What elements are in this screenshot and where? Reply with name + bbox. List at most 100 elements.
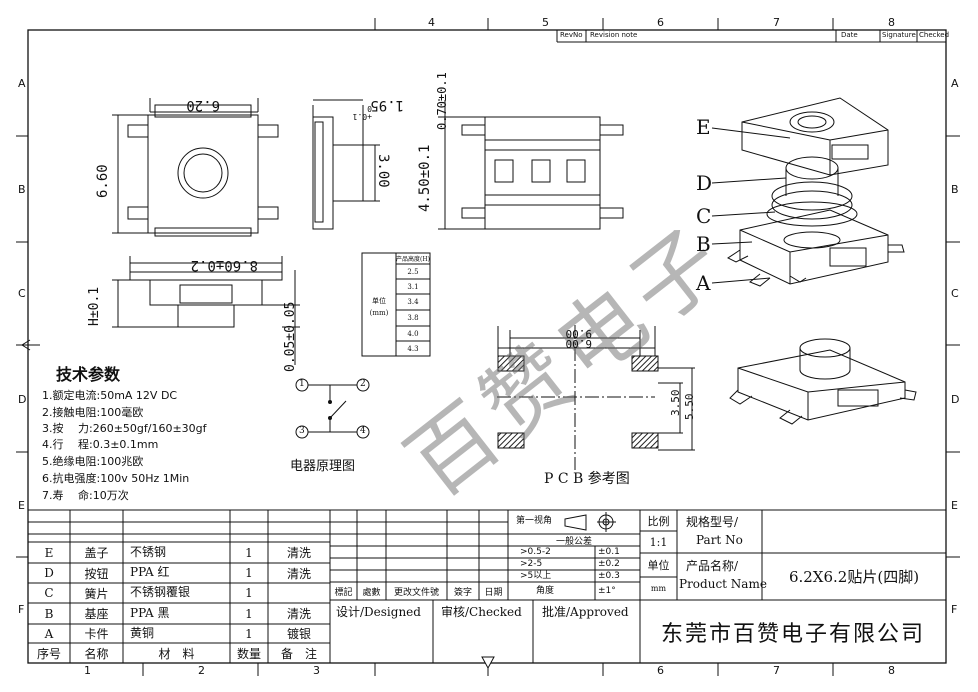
callout-c: C [696, 204, 712, 228]
row-b-left: B [18, 183, 26, 196]
bom-name: 基座 [84, 607, 109, 621]
bom-no: D [44, 566, 54, 580]
bom-header-name: 名称 [84, 646, 109, 661]
row-c-left: C [18, 287, 26, 300]
schematic-pin: 1 [299, 379, 305, 389]
callout-d: D [696, 171, 713, 195]
designed-label: 设计/Designed [336, 605, 421, 619]
part-no-label-cn: 规格型号/ [686, 515, 739, 529]
bom-name: 卡件 [84, 627, 109, 641]
unit-value: mm [650, 584, 667, 593]
tolerance-range: 角度 [536, 586, 555, 596]
row-f-left: F [18, 603, 25, 616]
bom-no: A [44, 626, 54, 641]
col-2-bottom-label: 2 [198, 664, 205, 677]
bom-header-no: 序号 [36, 646, 61, 661]
product-name-label-cn: 产品名称/ [686, 559, 739, 573]
bom-material: 不锈钢 [130, 545, 167, 559]
schematic-pin: 4 [360, 426, 366, 436]
scale-value: 1:1 [649, 535, 668, 549]
sign-count-label: 處數 [362, 587, 381, 598]
col-3-bottom-label: 3 [313, 664, 320, 677]
callout-b: B [696, 232, 711, 256]
bom-qty: 1 [245, 545, 253, 560]
projection-label: 第一视角 [516, 516, 553, 526]
bom-no: E [44, 545, 54, 560]
tolerance-range: >0.5-2 [520, 547, 551, 557]
bom-no: B [44, 606, 54, 621]
bom-material: 黄铜 [130, 626, 155, 640]
schematic-pin: 2 [360, 379, 366, 389]
row-e-right: E [951, 499, 958, 512]
checked-header: Checked [919, 31, 950, 39]
dim-pcb-600: 6.00 [565, 337, 593, 350]
bom-name: 按钮 [84, 566, 109, 581]
height-table-unit-label: 单位 [372, 297, 386, 305]
height-value: 2.5 [407, 267, 419, 276]
dim-070: 0.70±0.1 [435, 72, 449, 130]
signature-header: Signature [882, 31, 916, 39]
dim-860: 8.60±0.2 [190, 257, 258, 273]
bom-name: 盖子 [84, 546, 109, 560]
dim-450: 4.50±0.1 [417, 144, 433, 212]
bom-header-qty: 数量 [236, 646, 261, 661]
bom-note: 清洗 [286, 607, 311, 621]
dim-width-top: 6.20 [186, 97, 220, 113]
bom-note: 镀银 [286, 627, 311, 641]
revision-note-header: Revision note [590, 31, 638, 39]
sign-change-label: 更改文件號 [393, 587, 439, 598]
tech-line: 1.额定电流:50mA 12V DC [42, 389, 178, 402]
bom-qty: 1 [245, 586, 253, 600]
row-d-right: D [951, 393, 960, 406]
schematic-pin: 3 [299, 426, 305, 436]
checked-label: 审核/Checked [441, 605, 522, 619]
col-5-label: 5 [542, 16, 549, 29]
dim-005: 0.05±0.05 [283, 301, 298, 372]
tech-line: 2.接触电阻:100毫欧 [42, 406, 144, 419]
row-e-left: E [18, 499, 25, 512]
bom-name: 簧片 [84, 586, 109, 601]
bom-no: C [44, 586, 54, 600]
bom-note: 清洗 [286, 566, 311, 581]
tolerance-value: ±0.2 [598, 559, 620, 569]
schematic-title: 电器原理图 [290, 459, 356, 474]
col-6-label: 6 [657, 16, 664, 29]
tolerance-range: >2-5 [520, 559, 543, 569]
scale-label: 比例 [647, 514, 670, 528]
row-f-right: F [951, 603, 958, 616]
unit-label: 单位 [647, 559, 670, 572]
height-value: 4.0 [407, 329, 419, 338]
bom-note [268, 583, 330, 603]
tolerance-value: ±1° [598, 586, 616, 596]
sign-signature-label: 簽字 [453, 587, 472, 598]
col-8-bottom-label: 8 [888, 664, 895, 677]
dim-pcb-550: 5.50 [683, 393, 696, 421]
tech-line: 3.按 力:260±50gf/160±30gf [42, 422, 207, 435]
height-table-title: 产品高度(H) [396, 256, 430, 263]
tech-line: 4.行 程:0.3±0.1mm [42, 438, 159, 451]
bom-material: PPA 红 [130, 565, 170, 579]
bom-qty: 1 [245, 626, 253, 641]
callout-e: E [696, 115, 711, 139]
tolerance-range: >5以上 [520, 571, 552, 581]
col-8-label: 8 [888, 16, 895, 29]
company-name: 东莞市百赞电子有限公司 [660, 621, 925, 647]
dim-300: 3.00 [375, 154, 391, 188]
bom-note: 清洗 [286, 546, 311, 560]
height-table-unit: (mm) [369, 309, 389, 317]
height-value: 3.1 [407, 282, 419, 291]
tech-line: 5.绝缘电阻:100兆欧 [42, 455, 144, 468]
height-value: 3.8 [407, 314, 419, 322]
approved-label: 批准/Approved [542, 605, 629, 619]
dim-195: 1.95 [370, 97, 404, 113]
tech-title: 技术参数 [56, 365, 121, 384]
pcb-title: P C B 参考图 [544, 471, 630, 487]
row-c-right: C [951, 287, 959, 300]
dim-h-tol: H±0.1 [87, 286, 102, 326]
dim-195-tol: +0.1 0 [352, 104, 372, 121]
part-no-label-en: Part No [696, 533, 743, 547]
height-value: 4.3 [407, 344, 419, 353]
callout-a: A [696, 271, 711, 295]
tolerance-value: ±0.1 [598, 547, 620, 557]
